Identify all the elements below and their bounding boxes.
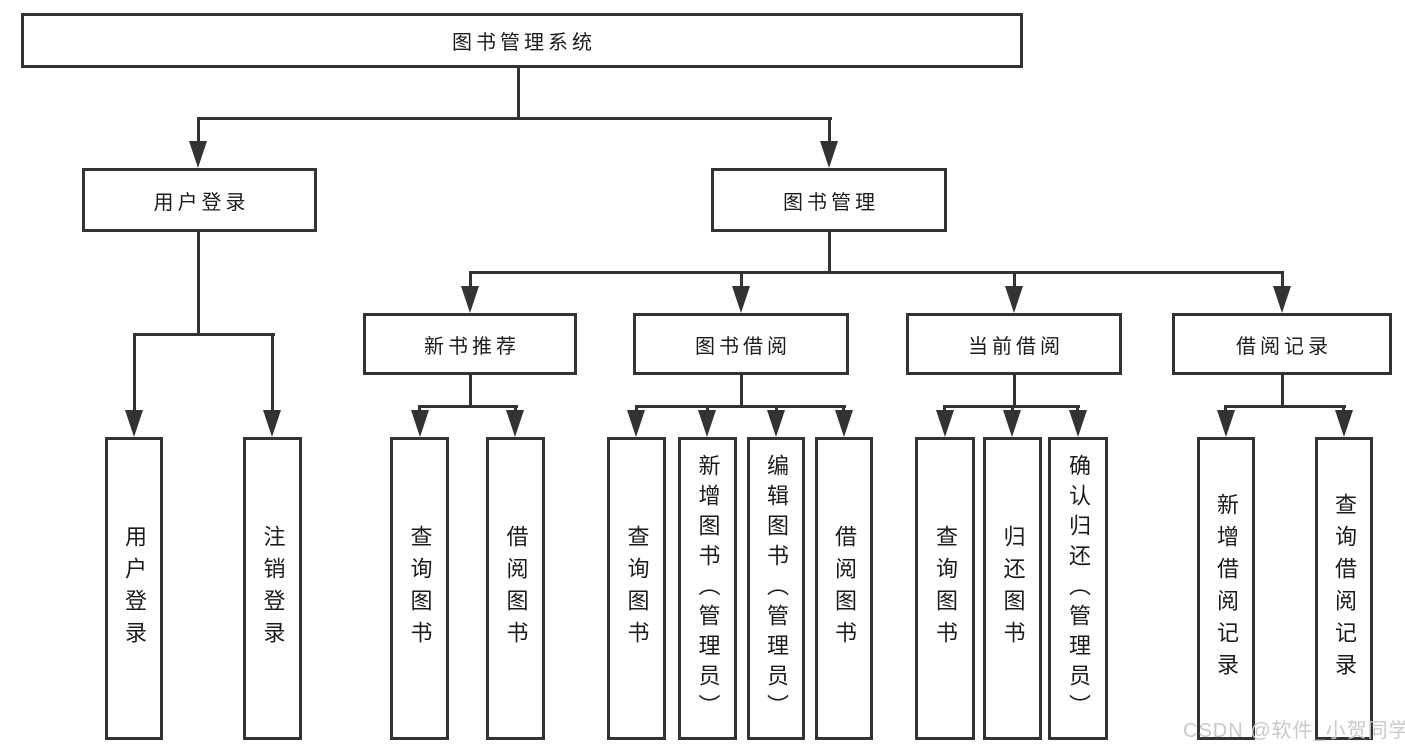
- connector-line: [133, 333, 275, 336]
- connector-line: [271, 333, 274, 413]
- connector-line: [469, 271, 472, 289]
- connector-line: [828, 232, 831, 274]
- leaf-borrow-books-borrowing: 借阅图书: [815, 437, 873, 740]
- arrow-down-icon: [125, 410, 143, 437]
- connector-line: [469, 375, 472, 408]
- arrow-down-icon: [1005, 286, 1023, 313]
- connector-line: [514, 405, 517, 413]
- arrow-down-icon: [461, 286, 479, 313]
- node-current-borrowing: 当前借阅: [906, 313, 1122, 375]
- connector-line: [635, 405, 846, 408]
- leaf-add-borrow-record-label: 新增借阅记录: [1214, 492, 1239, 685]
- connector-line: [469, 271, 1284, 274]
- leaf-edit-books-admin-label: 编辑图书（管理员）: [764, 453, 789, 724]
- arrow-down-icon: [263, 410, 281, 437]
- leaf-logout: 注销登录: [243, 437, 302, 740]
- arrow-down-icon: [732, 286, 750, 313]
- connector-line: [1224, 405, 1227, 413]
- connector-line: [133, 333, 136, 413]
- connector-line: [943, 405, 946, 413]
- node-new-book-recommendation: 新书推荐: [363, 313, 577, 375]
- leaf-add-books-admin-label: 新增图书（管理员）: [695, 453, 721, 724]
- arrow-down-icon: [936, 410, 954, 437]
- leaf-query-books-borrowing: 查询图书: [607, 437, 666, 740]
- connector-line: [1013, 375, 1016, 408]
- connector-line: [1011, 405, 1014, 413]
- node-root: 图书管理系统: [21, 13, 1023, 68]
- node-user-login: 用户登录: [82, 168, 317, 232]
- connector-line: [775, 405, 778, 413]
- leaf-query-books-current-label: 查询图书: [933, 524, 958, 653]
- node-book-borrowing-label: 图书借阅: [695, 335, 791, 358]
- leaf-borrow-books-recommend: 借阅图书: [486, 437, 545, 740]
- leaf-add-books-admin: 新增图书（管理员）: [678, 437, 737, 740]
- leaf-query-borrow-record-label: 查询借阅记录: [1332, 492, 1357, 685]
- arrow-down-icon: [411, 410, 429, 437]
- arrow-down-icon: [835, 410, 853, 437]
- arrow-down-icon: [767, 410, 785, 437]
- connector-line: [197, 117, 832, 120]
- connector-line: [197, 117, 200, 145]
- connector-line: [1224, 405, 1346, 408]
- node-book-management: 图书管理: [711, 168, 947, 232]
- node-book-borrowing: 图书借阅: [633, 313, 849, 375]
- node-borrowing-records-label: 借阅记录: [1236, 335, 1332, 358]
- leaf-logout-label: 注销登录: [260, 524, 286, 653]
- connector-line: [1013, 271, 1016, 289]
- node-borrowing-records: 借阅记录: [1172, 313, 1392, 375]
- leaf-edit-books-admin: 编辑图书（管理员）: [747, 437, 805, 740]
- leaf-borrow-books-recommend-label: 借阅图书: [503, 524, 529, 653]
- connector-line: [197, 232, 200, 336]
- leaf-return-books-label: 归还图书: [1000, 524, 1026, 653]
- connector-line: [740, 271, 743, 289]
- node-current-borrowing-label: 当前借阅: [968, 335, 1064, 358]
- node-user-login-label: 用户登录: [153, 191, 250, 214]
- arrow-down-icon: [1217, 410, 1235, 437]
- connector-line: [842, 405, 845, 413]
- connector-line: [1342, 405, 1345, 413]
- arrow-down-icon: [1069, 410, 1087, 437]
- leaf-query-books-recommend-label: 查询图书: [407, 524, 433, 653]
- connector-line: [1076, 405, 1079, 413]
- leaf-borrow-books-borrowing-label: 借阅图书: [832, 524, 857, 653]
- leaf-confirm-return-admin: 确认归还（管理员）: [1048, 437, 1108, 740]
- arrow-down-icon: [820, 141, 838, 168]
- connector-line: [517, 68, 520, 120]
- connector-line: [706, 405, 709, 413]
- leaf-query-books-borrowing-label: 查询图书: [624, 524, 650, 653]
- arrow-down-icon: [1273, 286, 1291, 313]
- arrow-down-icon: [627, 410, 645, 437]
- connector-line: [418, 405, 518, 408]
- leaf-return-books: 归还图书: [983, 437, 1042, 740]
- leaf-query-borrow-record: 查询借阅记录: [1315, 437, 1373, 740]
- arrow-down-icon: [506, 410, 524, 437]
- connector-line: [635, 405, 638, 413]
- leaf-query-books-recommend: 查询图书: [390, 437, 449, 740]
- arrow-down-icon: [1003, 410, 1021, 437]
- leaf-add-borrow-record: 新增借阅记录: [1197, 437, 1255, 740]
- node-root-label: 图书管理系统: [452, 32, 596, 54]
- arrow-down-icon: [189, 141, 207, 168]
- connector-line: [418, 405, 421, 413]
- leaf-user-login-label: 用户登录: [122, 524, 147, 653]
- arrow-down-icon: [1335, 410, 1353, 437]
- leaf-user-login: 用户登录: [105, 437, 163, 740]
- connector-line: [1281, 375, 1284, 408]
- leaf-query-books-current: 查询图书: [915, 437, 975, 740]
- leaf-confirm-return-admin-label: 确认归还（管理员）: [1066, 453, 1091, 724]
- node-book-management-label: 图书管理: [783, 191, 879, 214]
- connector-line: [740, 375, 743, 408]
- connector-line: [828, 117, 831, 145]
- node-new-book-recommendation-label: 新书推荐: [424, 335, 520, 358]
- connector-line: [1281, 271, 1284, 289]
- arrow-down-icon: [698, 410, 716, 437]
- csdn-watermark: CSDN @软件_小贺同学: [1183, 720, 1405, 742]
